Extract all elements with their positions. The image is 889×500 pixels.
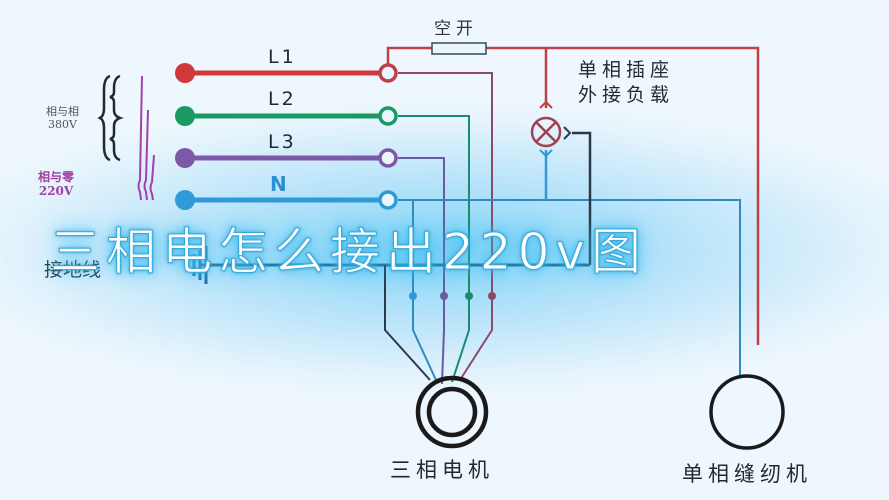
wire-l1-branch: [386, 46, 760, 345]
bracket-380v-icon: [97, 74, 124, 162]
three-phase-motor-label: 三相电机: [390, 458, 494, 482]
sewing-machine-label: 单相缝纫机: [682, 462, 812, 486]
wire-ground-motor: [384, 265, 431, 381]
voltage-220-value: 220V: [38, 184, 74, 198]
terminal-l3: [175, 148, 195, 168]
junction-l3: [440, 292, 448, 300]
voltage-220-text: 相与零: [38, 170, 75, 184]
terminal-l1: [175, 63, 195, 83]
breaker-label: 空开: [434, 19, 478, 39]
voltage-380-value: 380V: [48, 118, 77, 131]
overlay-title: 三相电怎么接出220v图: [49, 223, 648, 282]
socket-label: 单相插座 外接负载: [578, 58, 674, 108]
socket-label-line2: 外接负载: [578, 84, 675, 106]
label-l3: L3: [268, 131, 297, 153]
ground-symbol-icon: [186, 246, 208, 284]
label-l2: L2: [268, 88, 297, 110]
connector-l1: [378, 63, 398, 83]
breaker-icon: [431, 42, 487, 55]
label-l1: L1: [268, 46, 297, 68]
terminal-l2: [175, 106, 195, 126]
connector-l3: [378, 148, 398, 168]
wire-l1-motor: [398, 72, 493, 381]
terminal-n: [175, 190, 195, 210]
wire-n-main: [398, 199, 741, 375]
ground-label: 接地线: [44, 259, 102, 281]
three-phase-motor-icon: [415, 375, 489, 449]
junction-n: [409, 292, 417, 300]
socket-lamp-icon: [530, 100, 572, 158]
junction-l2: [465, 292, 473, 300]
label-n: N: [270, 172, 287, 196]
connector-l2: [378, 106, 398, 126]
sewing-machine-icon: [709, 374, 785, 450]
connector-n: [378, 190, 398, 210]
voltage-380-label: 相与相 380V: [46, 105, 79, 131]
bracket-220v-icon: [137, 75, 155, 201]
junction-l1: [488, 292, 496, 300]
wire-l3-motor: [398, 157, 445, 385]
socket-label-line1: 单相插座: [578, 59, 675, 81]
voltage-220-label: 相与零 220V: [38, 170, 74, 198]
voltage-380-text: 相与相: [46, 105, 79, 118]
wire-socket-ground: [572, 131, 592, 265]
wire-l2-motor: [398, 115, 470, 383]
wire-n-motor: [412, 200, 437, 381]
